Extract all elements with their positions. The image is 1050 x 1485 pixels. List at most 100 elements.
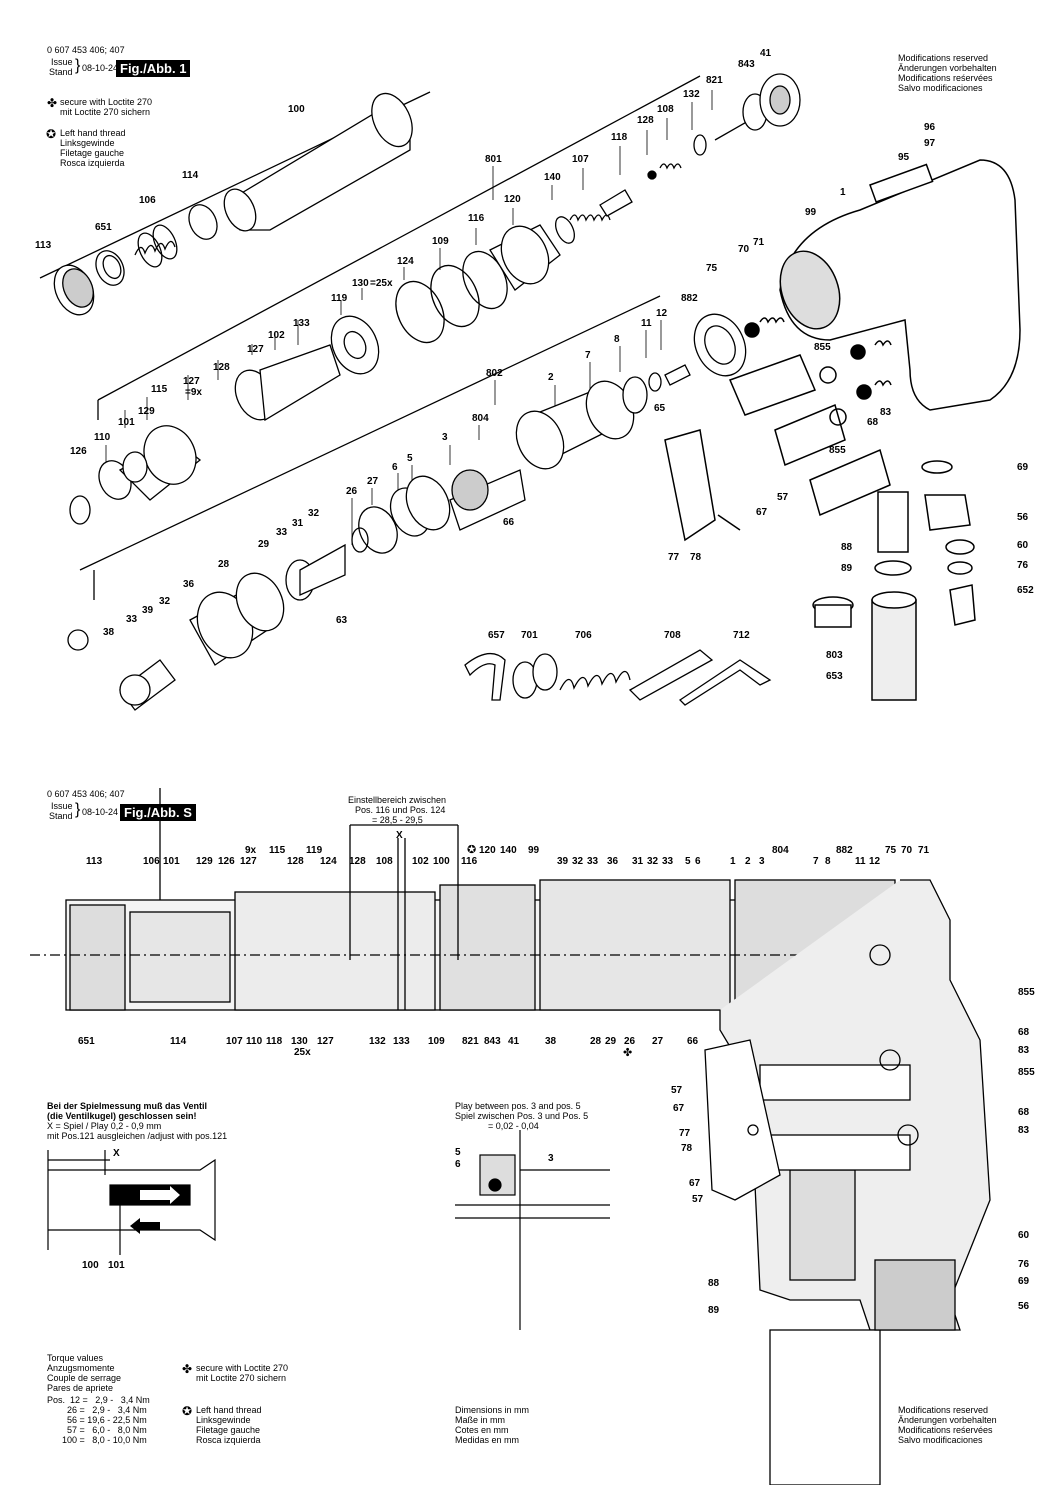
- section-callout-bottom-3: 110: [246, 1036, 263, 1047]
- part-callout-61: 39: [142, 605, 154, 616]
- part-callout-21: 116: [468, 213, 485, 224]
- part-callout-59: 36: [183, 579, 195, 590]
- part-callout-65: 66: [503, 517, 515, 528]
- section-callout-top-21: 33: [587, 856, 599, 867]
- play-note-3: = 0,02 - 0,04: [488, 1121, 539, 1131]
- issue-label-2: Issue: [51, 801, 73, 811]
- handle-callout-13: 76: [1018, 1259, 1030, 1270]
- lh-text-1: Left hand thread: [60, 128, 126, 138]
- valve-100-label: 100: [82, 1260, 99, 1271]
- section-callout-top-18: 99: [528, 845, 540, 856]
- section-callout-top-37: 75: [885, 845, 897, 856]
- handle-callout-7: 83: [1018, 1125, 1030, 1136]
- mods-2: Änderungen vorbehalten: [898, 63, 997, 73]
- loctite2-text-2: mit Loctite 270 sichern: [196, 1373, 287, 1383]
- part-callout-0: 100: [288, 104, 305, 115]
- section-callout-top-6: 9x: [245, 845, 257, 856]
- part-callout-58: 28: [218, 559, 230, 570]
- brace-2: }: [75, 801, 81, 818]
- section-callout-top-5: 127: [240, 856, 257, 867]
- handle-callout-4: 855: [1018, 1067, 1035, 1078]
- section-callout-top-29: 2: [745, 856, 751, 867]
- date-label: 08-10-24: [82, 63, 119, 73]
- left-hand-thread-icon-2: ✪: [182, 1404, 193, 1418]
- part-callout-78: 60: [1017, 540, 1029, 551]
- part-callout-57: 29: [258, 539, 270, 550]
- section-callout-bottom-9: 133: [393, 1036, 410, 1047]
- section-callout-bottom-18: 27: [652, 1036, 664, 1047]
- part-callout-8: 128: [213, 362, 230, 373]
- handle-callout-17: 56: [1018, 1301, 1030, 1312]
- handle-callout-1: 68: [1018, 1027, 1030, 1038]
- torque-title-2: Anzugsmomente: [47, 1363, 115, 1373]
- torque-title-3: Couple de serrage: [47, 1373, 122, 1383]
- valve-note-3: X = Spiel / Play 0,2 - 0,9 mm: [47, 1121, 162, 1131]
- section-callout-bottom-14: 38: [545, 1036, 557, 1047]
- mods-bottom-4: Salvo modificaciones: [898, 1435, 983, 1445]
- part-callout-69: 68: [867, 417, 879, 428]
- handle-callout-15: 69: [1018, 1276, 1030, 1287]
- part-callout-79: 89: [841, 563, 853, 574]
- part-callout-72: 67: [756, 507, 768, 518]
- torque-title-4: Pares de apriete: [47, 1383, 114, 1393]
- play-5-label: 5: [455, 1147, 461, 1158]
- part-callout-6: 102: [268, 330, 285, 341]
- section-callout-bottom-1: 114: [170, 1036, 187, 1047]
- handle-callout-11: 57: [692, 1194, 704, 1205]
- play-note-1: Play between pos. 3 and pos. 5: [455, 1101, 581, 1111]
- part-callout-14: 110: [94, 432, 111, 443]
- setting-note-1: Einstellbereich zwischen: [348, 795, 447, 805]
- part-callout-27: 128: [637, 115, 654, 126]
- lh-text-3: Filetage gauche: [60, 148, 125, 158]
- section-callout-bottom-2: 107: [226, 1036, 243, 1047]
- handle-callout-10: 67: [689, 1178, 701, 1189]
- part-callout-80: 76: [1017, 560, 1029, 571]
- section-callout-top-12: 108: [376, 856, 393, 867]
- section-callout-bottom-10: 109: [428, 1036, 445, 1047]
- part-callout-20: 109: [432, 236, 449, 247]
- section-callout-top-3: 129: [196, 856, 213, 867]
- valve-101-label: 101: [108, 1260, 125, 1271]
- section-callout-bottom-6: 25x: [294, 1047, 311, 1058]
- figure-badge-s: Fig./Abb. S: [120, 804, 196, 821]
- part-callout-54: 32: [308, 508, 320, 519]
- section-callout-top-11: 128: [349, 856, 366, 867]
- part-callout-36: 1: [840, 187, 846, 198]
- part-callout-67: 855: [814, 342, 831, 353]
- section-callout-bottom-11: 821: [462, 1036, 479, 1047]
- setting-note-3: = 28,5 - 29,5: [372, 815, 423, 825]
- section-callout-top-33: 8: [825, 856, 831, 867]
- section-callout-top-24: 32: [647, 856, 659, 867]
- part-callout-51: 6: [392, 462, 398, 473]
- valve-note-2: (die Ventilkugel) geschlossen sein!: [47, 1111, 197, 1121]
- part-callout-40: 75: [706, 263, 718, 274]
- mods-4: Salvo modificaciones: [898, 83, 983, 93]
- part-callout-41: 882: [681, 293, 698, 304]
- part-callout-34: 97: [924, 138, 936, 149]
- loctite2-text-1: secure with Loctite 270: [196, 1363, 289, 1373]
- loctite-icon: ✤: [47, 96, 58, 110]
- section-callout-top-15: 116: [461, 856, 478, 867]
- part-callout-88: 712: [733, 630, 750, 641]
- part-callout-44: 8: [614, 334, 620, 345]
- section-callout-bottom-8: 132: [369, 1036, 386, 1047]
- part-callout-37: 99: [805, 207, 817, 218]
- part-callout-25: 107: [572, 154, 589, 165]
- dimensions-1: Dimensions in mm: [455, 1405, 530, 1415]
- section-callout-top-38: 70: [901, 845, 913, 856]
- part-callout-16: 119: [331, 293, 348, 304]
- part-callout-87: 708: [664, 630, 681, 641]
- part-callout-48: 804: [472, 413, 489, 424]
- part-callout-39: 70: [738, 244, 750, 255]
- mods-bottom-3: Modifications reśervées: [898, 1425, 993, 1435]
- play-note-2: Spiel zwischen Pos. 3 und Pos. 5: [455, 1111, 589, 1121]
- part-callout-7: 127: [247, 344, 264, 355]
- part-callout-60: 32: [159, 596, 171, 607]
- part-callout-24: 140: [544, 172, 561, 183]
- section-callout-top-1: 106: [143, 856, 160, 867]
- part-callout-26: 118: [611, 132, 628, 143]
- part-callout-62: 33: [126, 614, 138, 625]
- part-callout-84: 657: [488, 630, 505, 641]
- section-callout-top-31: 804: [772, 845, 789, 856]
- setting-note-2: Pos. 116 und Pos. 124: [355, 805, 446, 815]
